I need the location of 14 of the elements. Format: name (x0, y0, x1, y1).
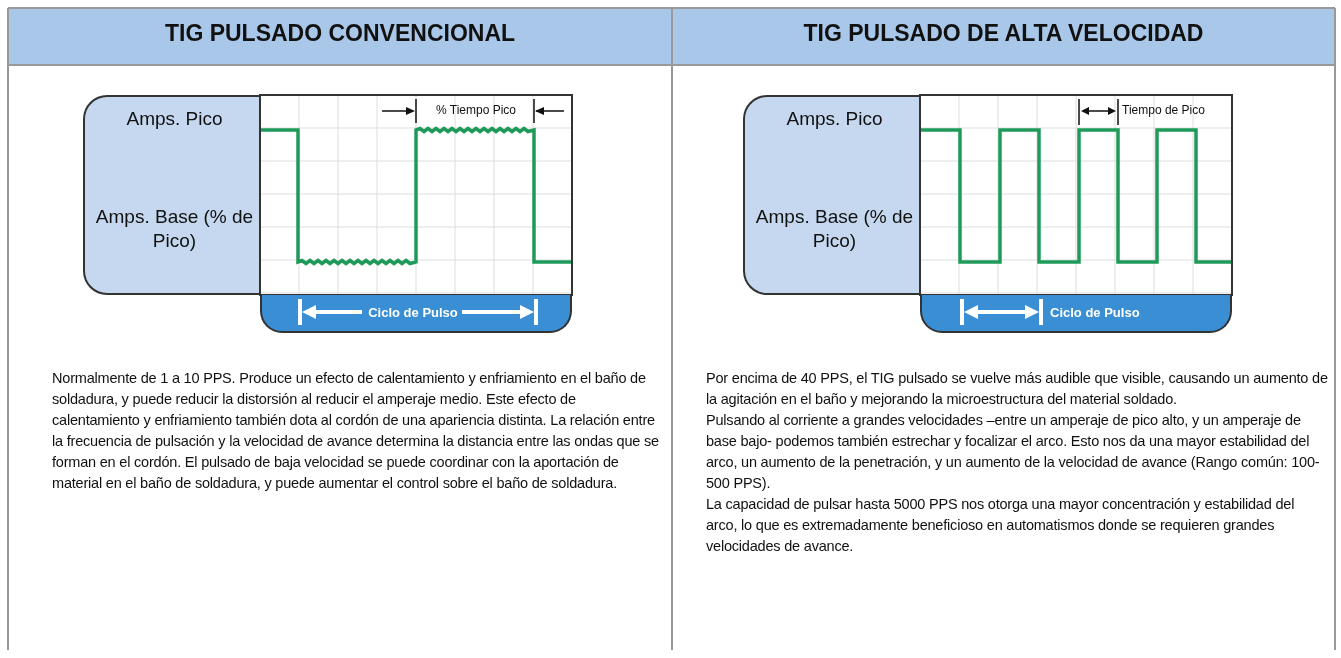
dimension-label: Ciclo de Pulso (1050, 305, 1140, 320)
dimension-label: Ciclo de Pulso (367, 305, 459, 320)
dimension-label: Tiempo de Pico (1122, 103, 1205, 117)
axis-label: Amps. Base (% de Pico) (754, 205, 915, 253)
axis-label: Amps. Base (% de Pico) (94, 205, 255, 253)
description-text: Normalmente de 1 a 10 PPS. Produce un efecto de calentamiento y enfriamiento en el baño de soldadura, y puede reducir la distorsión al reducir el amperaje medio. Este efecto de calentamiento y enfriamiento también dota al cordón de una apariencia distinta. La relación entre la frecuencia de pulsación y la velocidad de avance determina la distancia entre las ondas que se forman en el cordón. El pulsado de baja velocidad se puede coordinar con la aportación de material en el baño de soldadura, y puede aumentar el control sobre el baño de soldadura. (52, 369, 660, 493)
description-text: La capacidad de pulsar hasta 5000 PPS nos otorga una mayor concentración y estabilidad del arco, lo que es extremadamente beneficioso en automatismos donde se requieren grandes velocidades de avance. (706, 495, 1296, 556)
column-heading: TIG PULSADO CONVENCIONAL (163, 20, 517, 47)
description-text: Pulsando al corriente a grandes velocidades –entre un amperaje de pico alto, y un amperaje de base bajo- podemos también estrechar y focalizar el arco. Esto nos da una mayor estabilidad del arco, un aumento de la penetración, y un aumento de la velocidad de avance (Rango común: 100- 500 PPS). (706, 411, 1321, 493)
description-text: Por encima de 40 PPS, el TIG pulsado se vuelve más audible que visible, causando un aumento de la agitación en el baño y mejorando la microestructura del material soldado. (706, 369, 1328, 409)
column-heading: TIG PULSADO DE ALTA VELOCIDAD (802, 20, 1205, 47)
axis-label: Amps. Pico (785, 107, 884, 131)
dimension-label: % Tiempo Pico (434, 103, 517, 117)
axis-label: Amps. Pico (125, 107, 224, 131)
